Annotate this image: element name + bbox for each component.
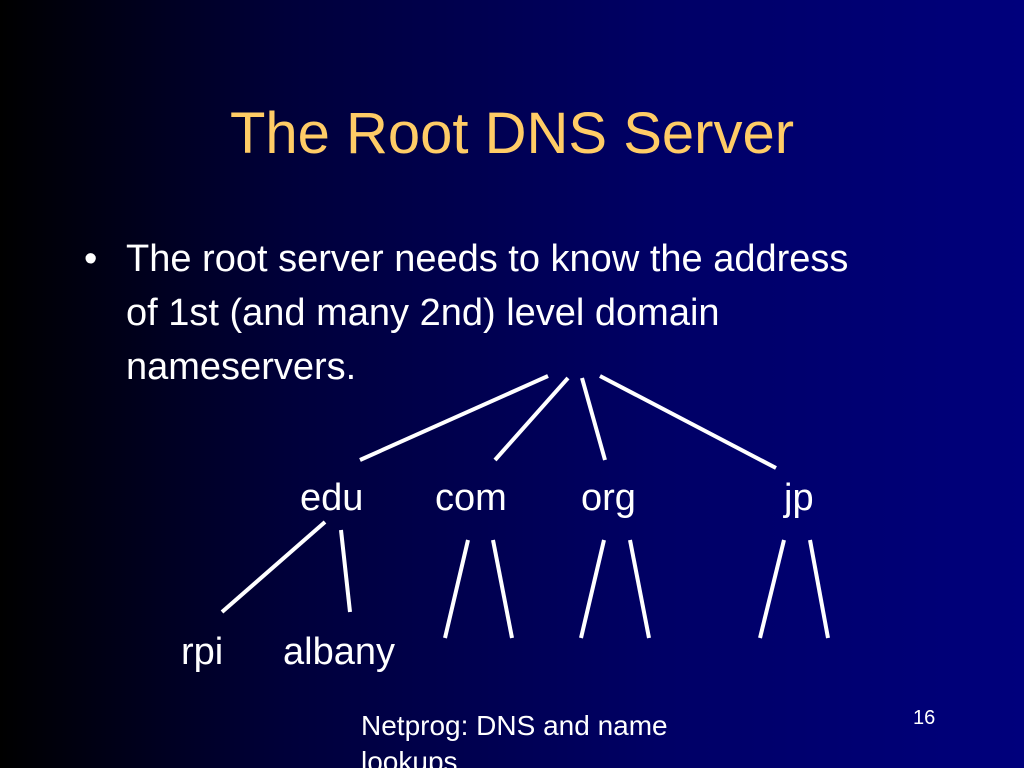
edge-root-jp [599, 374, 777, 470]
footer-text: Netprog: DNS and name lookups [361, 710, 668, 768]
page-number: 16 [913, 707, 936, 729]
bullet-marker: • [84, 238, 98, 280]
edge-jp-child-left [758, 539, 786, 639]
edge-root-org [580, 377, 607, 461]
node-edu: edu [300, 477, 364, 519]
edge-edu-albany [339, 529, 352, 613]
edge-com-child-left [443, 539, 470, 639]
edge-org-child-right [628, 539, 651, 639]
edge-jp-child-right [808, 539, 830, 639]
slide-title: The Root DNS Server [229, 101, 795, 166]
edge-com-child-right [491, 539, 514, 639]
node-rpi: rpi [181, 631, 224, 673]
node-jp: jp [784, 477, 814, 519]
node-org: org [581, 477, 636, 519]
bullet-text: The root server needs to know the addres… [126, 238, 849, 388]
node-albany: albany [283, 631, 395, 673]
node-com: com [435, 477, 507, 519]
edge-org-child-left [579, 539, 606, 639]
edge-edu-rpi [220, 520, 327, 614]
edge-root-edu [359, 374, 549, 462]
edge-root-com [493, 376, 570, 462]
